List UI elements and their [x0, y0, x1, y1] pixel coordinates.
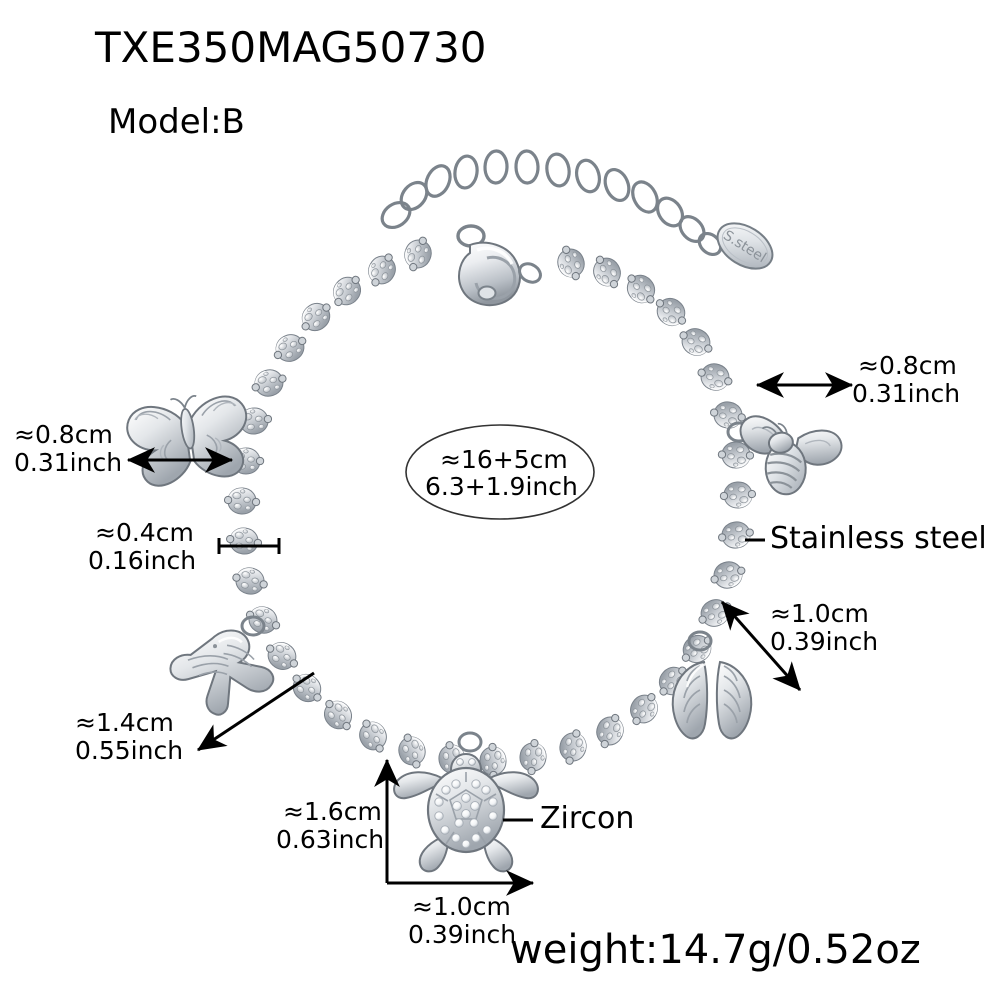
product-model: Model:B	[108, 102, 245, 142]
bird-width-cm: ≈1.4cm	[75, 708, 174, 737]
turtle-width-cm: ≈1.0cm	[412, 892, 511, 921]
extension-chain	[380, 149, 723, 257]
butterfly-width-cm: ≈0.8cm	[14, 420, 113, 449]
turtle-height-cm: ≈1.6cm	[283, 797, 382, 826]
bird-width-inch: 0.55inch	[75, 736, 184, 765]
stone-label: Zircon	[540, 801, 635, 836]
brand-tag: S.steel	[716, 222, 774, 270]
product-sku: TXE350MAG50730	[95, 23, 487, 72]
zircon-stones	[434, 779, 498, 849]
length-cm: ≈16+5cm	[440, 445, 568, 474]
turtle-height-inch: 0.63inch	[276, 825, 385, 854]
turtle-charm	[393, 731, 539, 873]
swallow-charm	[169, 615, 275, 716]
length-ellipse	[405, 424, 595, 520]
material-label: Stainless steel	[770, 521, 987, 556]
length-inch: 6.3+1.9inch	[425, 472, 578, 501]
bead-width-cm: ≈0.4cm	[95, 518, 194, 547]
wings-dimension-arrow	[720, 601, 802, 691]
wings-size-inch: 0.39inch	[770, 627, 879, 656]
bird-dimension-arrow	[197, 671, 315, 752]
wings-size-cm: ≈1.0cm	[770, 599, 869, 628]
turtle-width-inch: 0.39inch	[408, 920, 517, 949]
bee-width-inch: 0.31inch	[852, 379, 961, 408]
bead-width-inch: 0.16inch	[88, 546, 197, 575]
lobster-clasp	[456, 224, 542, 307]
bee-width-cm: ≈0.8cm	[858, 351, 957, 380]
butterfly-width-inch: 0.31inch	[14, 448, 123, 477]
turtle-dimension-bracket	[374, 758, 535, 896]
bead-dimension-line	[217, 538, 281, 554]
bee-charm	[726, 415, 843, 496]
product-weight: weight:14.7g/0.52oz	[510, 927, 921, 973]
